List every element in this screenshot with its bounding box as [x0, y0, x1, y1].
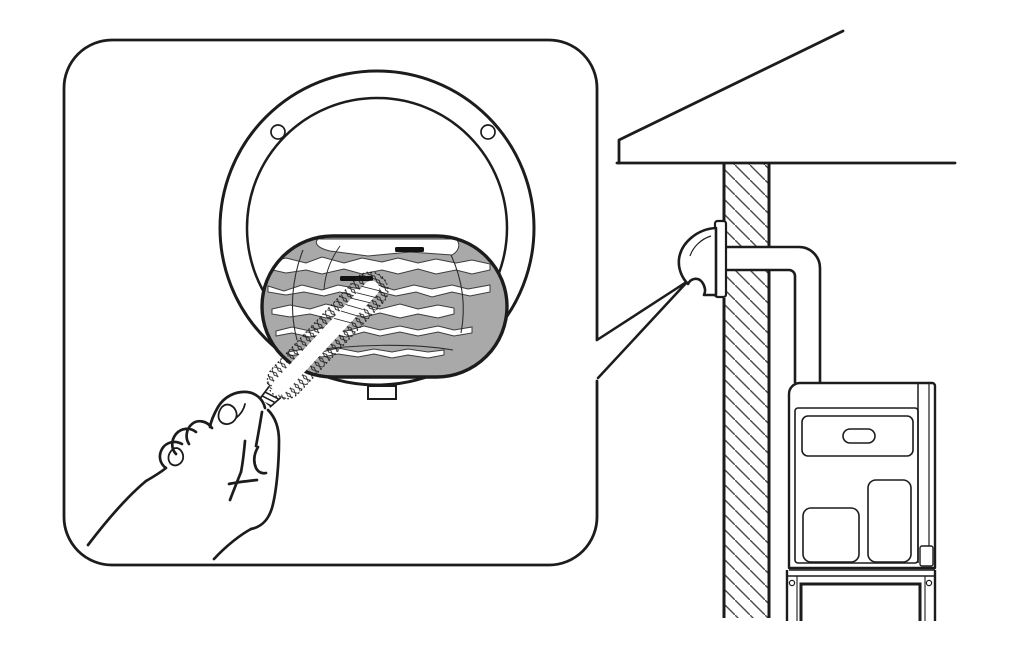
curled-finger-line-3 — [228, 470, 243, 502]
brush-core — [271, 280, 380, 395]
dryer-appliance — [787, 381, 937, 570]
curled-finger-line-5 — [252, 445, 268, 475]
curled-finger-line-1 — [254, 410, 264, 448]
wall-section — [722, 163, 771, 618]
pedestal-opening — [799, 582, 922, 621]
dryer-lower-left-door — [802, 507, 860, 563]
knuckle-bump-3 — [144, 440, 184, 483]
callout-pointer — [595, 279, 690, 380]
grille-arc-mid — [323, 245, 341, 291]
curled-finger-line-2 — [239, 439, 247, 474]
roof-slope-line — [617, 29, 845, 165]
pedestal-top-lines — [787, 569, 935, 577]
dryer-lower-right-door — [867, 479, 912, 563]
screw-hole-top-left — [270, 124, 286, 140]
vent-cap-hood-rim — [689, 235, 712, 257]
thumbnail — [217, 403, 246, 425]
curled-finger-line-4 — [227, 478, 259, 486]
grille-arc-right — [450, 254, 464, 334]
pedestal-screw-right — [925, 579, 933, 587]
brush-tip-bristles — [334, 285, 382, 324]
finger-nail — [167, 447, 185, 467]
pedestal-screw-left — [788, 579, 796, 587]
thumb-outline — [208, 390, 267, 429]
louver-slat-1 — [267, 256, 491, 275]
duct-inner-line — [712, 268, 797, 384]
dryer-front-panel — [794, 407, 919, 564]
vent-cap-hood — [677, 226, 718, 297]
wrist-left-line — [86, 479, 148, 547]
cleaning-brush — [251, 271, 389, 417]
flange-bottom-tab — [367, 385, 397, 400]
vent-duct — [712, 245, 822, 384]
detail-panel — [62, 38, 599, 567]
hand-silhouette — [90, 392, 281, 558]
dryer-side-notch — [919, 545, 934, 567]
duct-outer-line — [712, 245, 822, 384]
fist-outline — [249, 408, 281, 531]
grille-arc-left — [291, 249, 304, 341]
house-scene — [615, 29, 957, 621]
wall-hatch-upper — [724, 164, 769, 247]
pedestal-outer-legs — [785, 570, 937, 621]
louver-outline — [260, 234, 509, 379]
wall-hatch-lower — [724, 271, 769, 618]
exterior-vent-cap — [677, 219, 728, 299]
drawer-handle — [842, 428, 876, 444]
vent-slot-top — [395, 247, 424, 252]
roof-eave — [615, 29, 957, 165]
hand — [86, 390, 281, 561]
screw-hole-top-right — [480, 124, 496, 140]
pedestal-stand — [785, 569, 937, 621]
pedestal-inner-legs — [796, 576, 926, 621]
wrist-right-line — [212, 527, 253, 561]
knuckle-bump-1 — [185, 419, 214, 446]
